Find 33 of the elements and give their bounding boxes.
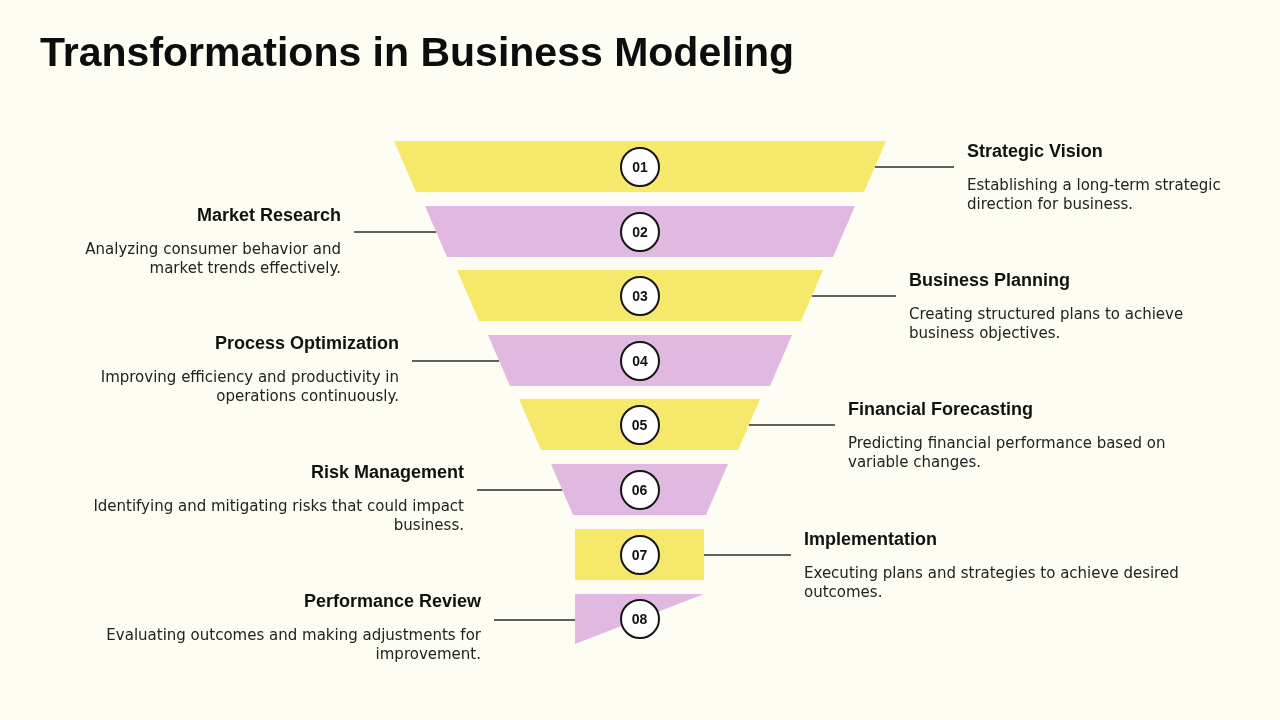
step-description: Analyzing consumer behavior and market trends effectively. [84,240,341,278]
funnel-segment [425,206,855,257]
funnel-segment [488,335,792,386]
leader-line [493,619,576,621]
step-description: Evaluating outcomes and making adjustments for improvement. [105,626,481,664]
funnel-segment [575,529,704,580]
leader-line [811,295,897,297]
leader-line [411,360,500,362]
funnel-segment [575,594,704,644]
step-title: Financial Forecasting [848,398,1034,420]
step-description: Predicting financial performance based on variable changes. [848,434,1167,472]
step-title: Process Optimization [214,332,399,354]
step-title: Performance Review [303,590,481,612]
leader-line [353,231,437,233]
step-description: Creating structured plans to achieve business objectives. [909,305,1185,343]
leader-line [476,489,563,491]
step-title: Implementation [804,528,937,550]
diagram-title: Transformations in Business Modeling [40,28,795,76]
step-description: Establishing a long-term strategic direction for business. [967,176,1222,214]
step-title: Strategic Vision [967,140,1103,162]
step-title: Market Research [196,204,341,226]
funnel-segment [519,399,760,450]
leader-line [748,424,836,426]
funnel-segment [394,141,886,192]
step-description: Executing plans and strategies to achieve desired outcomes. [804,564,1180,602]
leader-line [703,554,792,556]
step-description: Improving efficiency and productivity in operations continuously. [99,368,399,406]
step-title: Business Planning [909,269,1071,291]
funnel-segment [551,464,728,515]
step-title: Risk Management [310,461,464,483]
leader-line [874,166,955,168]
funnel-segment [457,270,823,321]
step-description: Identifying and mitigating risks that could impact business. [92,497,464,535]
